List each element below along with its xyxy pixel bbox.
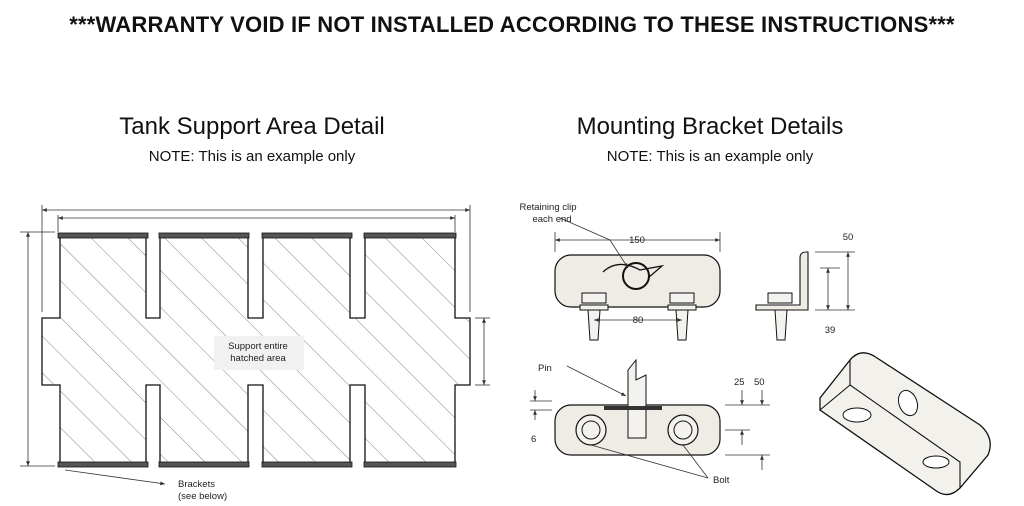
dimension-25: 25 [734,377,745,388]
mounting-bracket-note: NOTE: This is an example only [606,148,814,165]
bracket-front-view: Retaining clip each end 150 80 [519,202,721,341]
support-label-line1: Support entire [228,341,288,352]
dimension-6: 6 [531,434,536,445]
bracket-isometric-view [819,352,991,496]
tank-support-heading: Tank Support Area Detail [119,113,385,140]
retaining-clip-label-line1: Retaining clip [519,202,576,213]
dimension-80: 80 [633,315,644,326]
dimension-39: 39 [825,325,836,336]
dimension-50-top: 50 [843,232,854,243]
dimension-150: 150 [629,235,645,246]
tank-support-note: NOTE: This is an example only [148,148,356,165]
retaining-clip-label-line2: each end [532,214,571,225]
brackets [57,232,457,468]
brackets-label-line2: (see below) [178,491,227,502]
support-label-line2: hatched area [230,353,286,364]
bracket-top-view: Pin 25 50 6 Bolt [530,358,770,486]
mounting-bracket-heading: Mounting Bracket Details [576,113,844,140]
pin-label: Pin [538,363,552,374]
bracket-side-view: 50 39 [755,232,855,341]
tank-support-drawing: Support entire hatched area Brackets (se… [20,205,490,502]
warranty-warning: ***WARRANTY VOID IF NOT INSTALLED ACCORD… [69,12,955,37]
bolt-label: Bolt [713,475,730,486]
dimension-50-bottom: 50 [754,377,765,388]
brackets-label-line1: Brackets [178,479,215,490]
